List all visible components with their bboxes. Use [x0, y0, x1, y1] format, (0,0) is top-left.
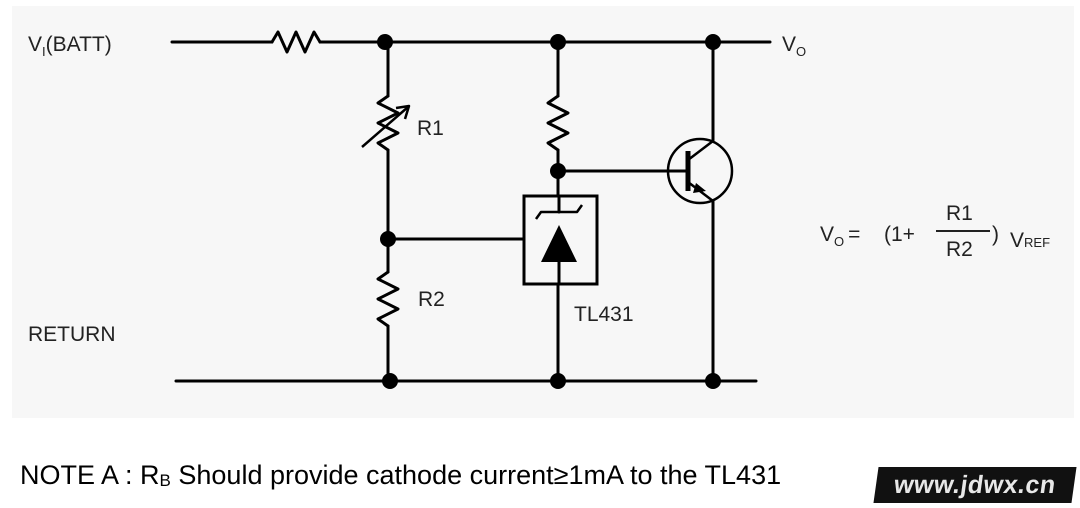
svg-text:VREF: VREF [1010, 229, 1050, 252]
formula-denominator: R2 [946, 238, 973, 261]
formula: VO= (1+ R1 R2 ) VREF [820, 202, 1050, 261]
transistor-collector [687, 140, 714, 161]
r2-resistor [376, 270, 400, 328]
rb-resistor [546, 94, 570, 152]
r1-label: R1 [417, 117, 444, 140]
watermark-logo: www.jdwx.cn [873, 467, 1077, 503]
r1-arrow-head [395, 104, 411, 120]
return-label: RETURN [28, 323, 116, 346]
formula-numerator: R1 [946, 202, 973, 225]
input-resistor [270, 30, 322, 54]
svg-text:(1+: (1+ [884, 223, 915, 246]
vo-label: VO [782, 33, 806, 59]
r1-resistor [376, 94, 400, 152]
tl431-diode [541, 225, 577, 262]
r2-label: R2 [418, 288, 445, 311]
tl431-label: TL431 [574, 303, 634, 326]
transistor-circle [666, 137, 734, 205]
transistor-emitter-arrow [693, 183, 706, 193]
r1-adjust-arrow [361, 106, 409, 148]
vi-label: VI(BATT) [28, 33, 112, 59]
svg-text:VO=: VO= [820, 223, 860, 249]
svg-text:): ) [992, 223, 999, 246]
junction-dots [377, 34, 721, 389]
note-text: NOTE A : RB Should provide cathode curre… [20, 460, 782, 490]
